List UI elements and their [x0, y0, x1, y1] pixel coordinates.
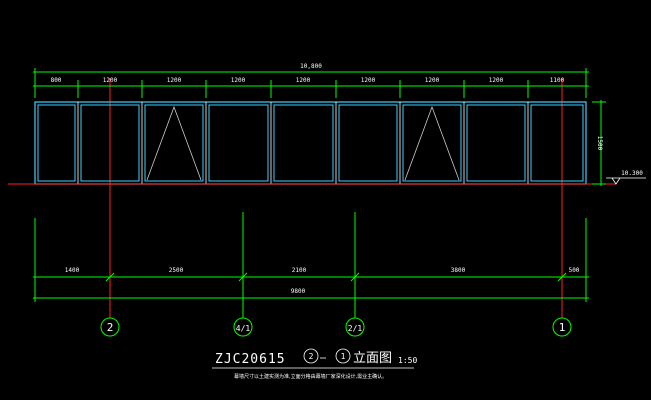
- window-outer-frame: [34, 101, 587, 185]
- axis-bubble-4-1: 4/1: [233, 317, 253, 337]
- window-panels: [37, 104, 584, 182]
- axis-label-2: 2: [107, 321, 114, 334]
- bottom-segment-1: 2500: [169, 267, 184, 274]
- top-segment-3: 1200: [231, 77, 246, 84]
- top-overall-dim: 10,800: [300, 63, 322, 70]
- drawing-code: ZJC20615: [215, 352, 286, 367]
- top-segment-2: 1200: [167, 77, 182, 84]
- bottom-segment-3: 3800: [451, 267, 466, 274]
- top-segment-0: 800: [51, 77, 62, 84]
- bottom-segment-2: 2100: [292, 267, 307, 274]
- top-segment-6: 1200: [425, 77, 440, 84]
- axis-label-1: 1: [559, 321, 566, 334]
- bottom-segment-4: 500: [569, 267, 580, 274]
- elevation-value: 10.300: [621, 170, 643, 177]
- title-axis-to: 1: [341, 352, 346, 361]
- height-dimension: 1500: [596, 136, 603, 151]
- bottom-segment-0: 1400: [65, 267, 80, 274]
- mullions: [77, 102, 529, 184]
- title-axis-from: 2: [309, 352, 314, 361]
- elevation-mark: 10.300: [606, 170, 646, 185]
- sash-opening-mark-1: [146, 105, 202, 181]
- axis-label-4-1: 4/1: [236, 324, 251, 333]
- axis-bubble-2-1: 2/1: [345, 317, 365, 337]
- top-segment-1: 1200: [103, 77, 118, 84]
- drawing-title: 立面图: [353, 351, 392, 366]
- axis-label-2-1: 2/1: [348, 324, 363, 333]
- top-segment-ticks: [77, 80, 529, 98]
- top-segment-7: 1200: [489, 77, 504, 84]
- axis-bubble-1: 1: [552, 317, 572, 337]
- sash-opening-mark-2: [404, 105, 460, 181]
- top-segment-5: 1200: [361, 77, 376, 84]
- bottom-segment-ticks: [105, 272, 567, 282]
- title-axis-from-bubble: 2: [303, 348, 319, 364]
- axis-bubble-2: 2: [100, 317, 120, 337]
- bottom-overall-dim: 9800: [291, 288, 306, 295]
- top-segment-4: 1200: [296, 77, 311, 84]
- drawing-scale: 1:50: [398, 356, 417, 365]
- title-axis-to-bubble: 1: [335, 348, 351, 364]
- top-segment-8: 1100: [550, 77, 565, 84]
- drawing-note: 幕墙尺寸以土建实测为准,立面分格由幕墙厂家深化设计,需业主确认。: [234, 373, 387, 380]
